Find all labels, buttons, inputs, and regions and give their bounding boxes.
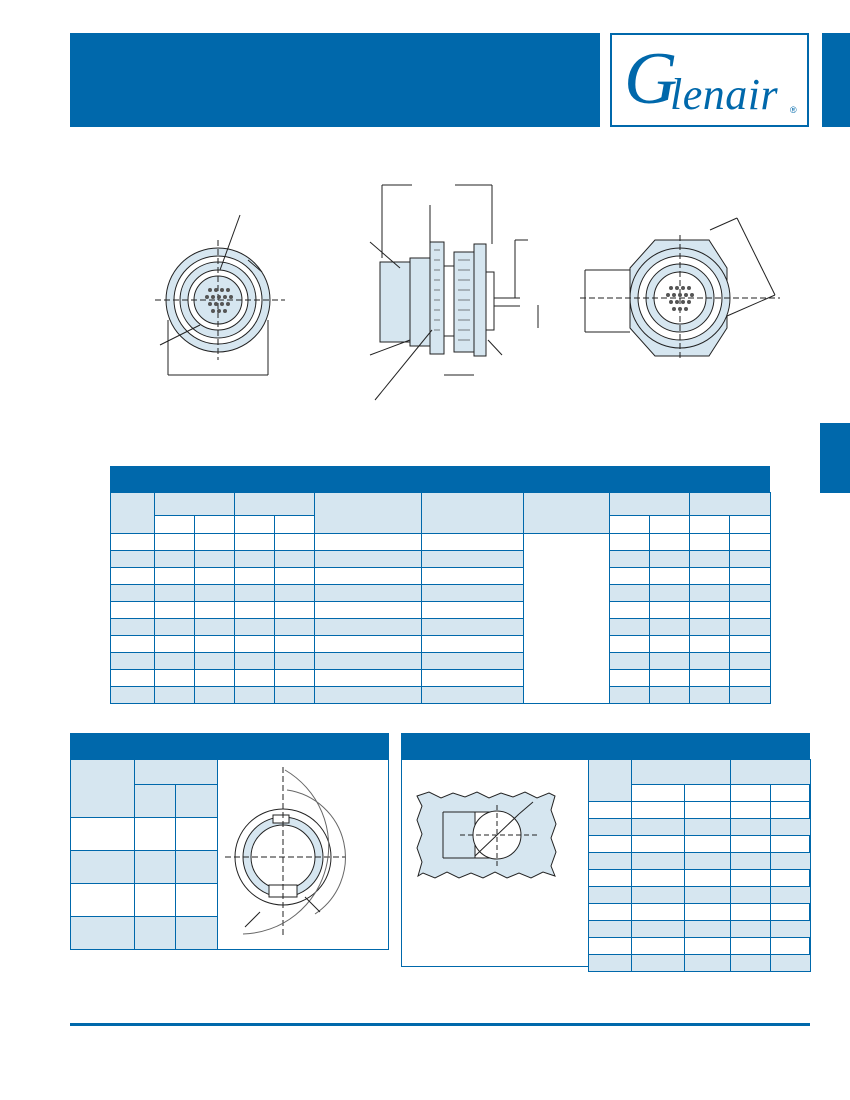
header-title-bar (70, 33, 600, 127)
table-row (70, 916, 218, 950)
table-row (110, 635, 771, 653)
table-subheader-row (111, 514, 771, 535)
table-row (110, 669, 771, 687)
table-row (110, 533, 771, 704)
table-row (110, 601, 771, 619)
glenair-logo: G lenair ® (610, 33, 809, 127)
registered-mark: ® (790, 105, 797, 115)
table-row (70, 883, 218, 917)
panel-cutout-drawing (416, 791, 557, 879)
dimension-table (110, 492, 771, 704)
side-view-drawing (369, 184, 539, 401)
logo-letter-g: G (624, 38, 678, 120)
table-row (110, 618, 771, 636)
table-row (110, 652, 771, 670)
table-row (588, 852, 811, 870)
logo-letters: lenair (670, 70, 779, 119)
table-row (70, 817, 218, 851)
table-row (110, 584, 771, 602)
rear-view-drawing (580, 217, 780, 360)
front-view-drawing (155, 214, 285, 376)
footer-rule (70, 1023, 810, 1026)
table-row (588, 903, 811, 921)
header-corner-tab (822, 33, 850, 127)
table-row (70, 850, 218, 884)
table-row (588, 835, 811, 853)
panel-cutout-table (588, 759, 811, 972)
table-row (588, 801, 811, 819)
table-row (588, 886, 811, 904)
table-row (110, 550, 771, 568)
table-row (588, 869, 811, 887)
table-header-row (110, 492, 771, 534)
table-row (588, 920, 811, 938)
right-panel-title-bar (401, 733, 810, 759)
main-table-title-bar (110, 466, 770, 492)
table-row (588, 937, 811, 955)
left-panel-title-bar (70, 733, 389, 759)
table-row (588, 954, 811, 972)
table-row (588, 818, 811, 836)
table-row (110, 686, 771, 704)
left-panel-table (70, 759, 218, 950)
keying-drawing (225, 767, 346, 937)
side-index-tab (820, 423, 850, 493)
table-row (110, 567, 771, 585)
